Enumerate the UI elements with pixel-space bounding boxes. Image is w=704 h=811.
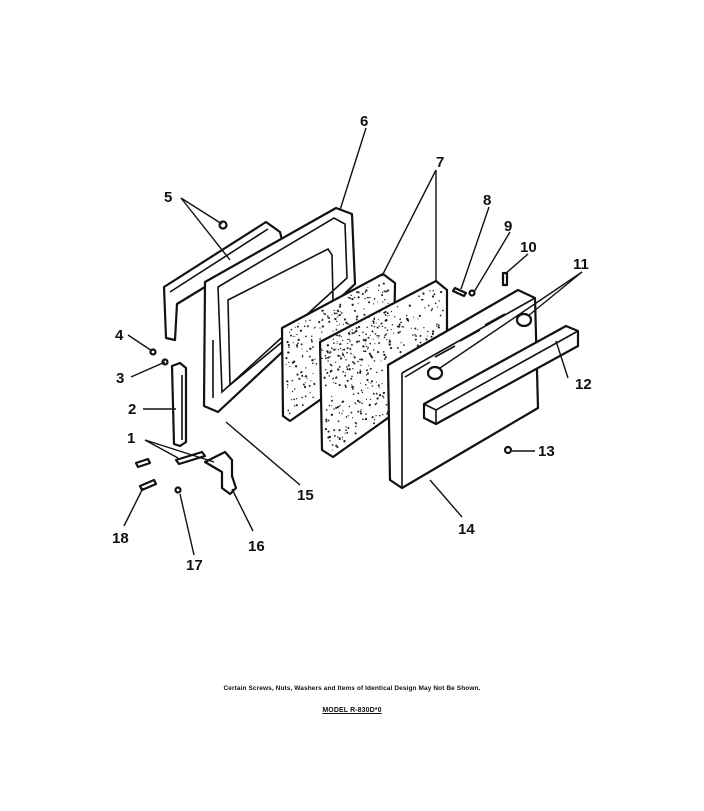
callout-11: 11 xyxy=(573,256,589,273)
callout-4: 4 xyxy=(115,327,124,344)
callout-13: 13 xyxy=(538,443,555,460)
callout-2: 2 xyxy=(128,401,136,418)
door-bumper-right xyxy=(515,312,533,328)
inner-door-liner xyxy=(202,206,357,414)
door-handle xyxy=(422,324,580,426)
insulation-speckles xyxy=(285,282,444,451)
callout-14: 14 xyxy=(458,521,475,538)
callout-15: 15 xyxy=(297,487,314,504)
hinge-bracket xyxy=(203,450,238,496)
callout-8: 8 xyxy=(483,192,491,209)
screw-9 xyxy=(468,289,476,297)
leader-lines xyxy=(123,127,583,556)
screw-17 xyxy=(174,486,182,494)
callout-6: 6 xyxy=(360,113,368,130)
disclaimer-note: Certain Screws, Nuts, Washers and Items … xyxy=(223,685,481,692)
callout-10: 10 xyxy=(520,239,537,256)
screw-10 xyxy=(501,271,509,287)
callout-9: 9 xyxy=(504,218,512,235)
callout-12: 12 xyxy=(575,376,592,393)
hinge-pin xyxy=(174,450,207,466)
screw-8 xyxy=(451,286,468,298)
callout-16: 16 xyxy=(248,538,265,555)
door-bumper-left xyxy=(426,365,444,381)
door-hinge xyxy=(170,361,188,448)
model-number: MODEL R-830D*0 xyxy=(322,707,382,714)
callout-18: 18 xyxy=(112,530,129,547)
callout-5: 5 xyxy=(164,189,172,206)
screw-13 xyxy=(503,445,513,455)
callout-17: 17 xyxy=(186,557,203,574)
screw-18 xyxy=(138,478,158,492)
callout-1: 1 xyxy=(127,430,135,447)
screw-1b xyxy=(134,457,152,469)
callout-3: 3 xyxy=(116,370,124,387)
callout-7: 7 xyxy=(436,154,444,171)
